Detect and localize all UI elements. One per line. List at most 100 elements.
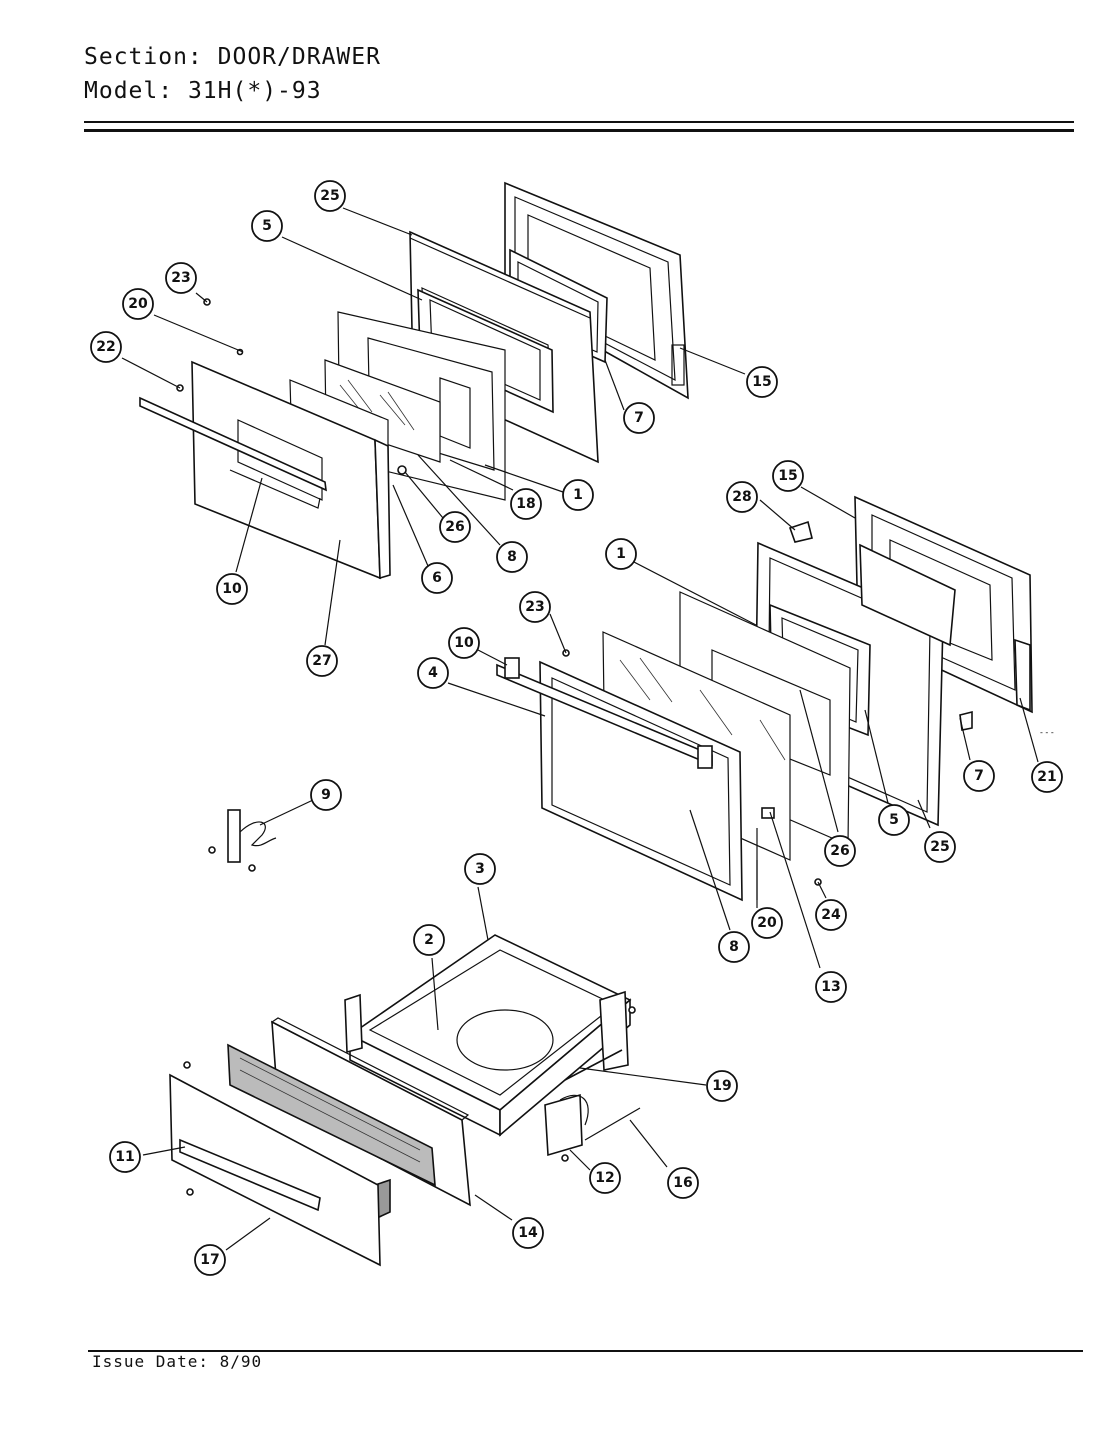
svg-text:20: 20: [757, 915, 777, 931]
callout-9: 9: [310, 779, 342, 811]
svg-text:9: 9: [321, 787, 331, 803]
door-handle: [139, 396, 327, 492]
callout-10b: 10: [448, 627, 480, 659]
svg-text:1: 1: [573, 487, 583, 503]
callout-26b: 26: [824, 835, 856, 867]
callout-16: 16: [667, 1167, 699, 1199]
svg-text:11: 11: [115, 1149, 134, 1165]
callout-11: 11: [109, 1141, 141, 1173]
door-assembly-upper: [139, 181, 689, 580]
svg-text:8: 8: [729, 939, 739, 955]
callout-17: 17: [194, 1244, 226, 1276]
svg-text:10: 10: [222, 581, 242, 597]
svg-text:12: 12: [595, 1170, 614, 1186]
svg-text:18: 18: [516, 496, 535, 512]
svg-text:19: 19: [712, 1078, 731, 1094]
callout-22: 22: [90, 331, 122, 363]
callout-2: 2: [413, 924, 445, 956]
svg-text:23: 23: [171, 270, 190, 286]
callout-1b: 1: [605, 538, 637, 570]
callout-8: 8: [496, 541, 528, 573]
svg-text:6: 6: [432, 570, 442, 586]
svg-text:14: 14: [518, 1225, 538, 1241]
callout-10: 10: [216, 573, 248, 605]
footer-rule: [88, 1350, 1083, 1352]
callout-23b: 23: [519, 591, 551, 623]
svg-text:10: 10: [454, 635, 474, 651]
header-rule-top: [84, 121, 1074, 123]
model-label: Model:: [84, 78, 174, 104]
svg-text:5: 5: [889, 812, 899, 828]
callout-14: 14: [512, 1217, 544, 1249]
callout-25b: 25: [924, 831, 956, 863]
callout-13: 13: [815, 971, 847, 1003]
door-hinge: [208, 809, 277, 872]
callout-20: 20: [122, 288, 154, 320]
callout-19: 19: [706, 1070, 738, 1102]
callouts: 25 5 23 20 22 15 7 1 18 26 8 6 10 27 28 …: [90, 180, 1063, 1276]
callout-27: 27: [306, 645, 338, 677]
callout-20b: 20: [751, 907, 783, 939]
callout-8b: 8: [718, 931, 750, 963]
callout-18: 18: [510, 488, 542, 520]
svg-text:28: 28: [732, 489, 751, 505]
callout-5: 5: [251, 210, 283, 242]
svg-text:26: 26: [445, 519, 464, 535]
svg-text:13: 13: [821, 979, 840, 995]
svg-text:4: 4: [428, 665, 438, 681]
callout-1: 1: [562, 479, 594, 511]
drawer-slide-bracket: [544, 1093, 583, 1157]
door-bracket: [788, 520, 813, 543]
svg-text:20: 20: [128, 296, 148, 312]
callout-3: 3: [464, 853, 496, 885]
issue-date: Issue Date: 8/90: [92, 1352, 263, 1371]
svg-text:26: 26: [830, 843, 849, 859]
callout-15b: 15: [772, 460, 804, 492]
svg-text:25: 25: [930, 839, 949, 855]
svg-text:23: 23: [525, 599, 544, 615]
drawer-front: [169, 1073, 381, 1267]
svg-text:7: 7: [634, 410, 644, 426]
model-heading: Model: 31H(*)-93: [84, 78, 322, 104]
svg-text:16: 16: [673, 1175, 692, 1191]
callout-7b: 7: [963, 760, 995, 792]
leader-lines: [121, 207, 1039, 1251]
clip: [397, 465, 407, 475]
callout-5b: 5: [878, 804, 910, 836]
drawer-assembly: [169, 934, 641, 1267]
svg-text:2: 2: [424, 932, 434, 948]
drawer-insulation: [227, 1043, 436, 1187]
svg-text:3: 3: [475, 861, 485, 877]
section-value: DOOR/DRAWER: [217, 44, 381, 70]
handle-end-cap: [697, 745, 713, 769]
callout-4: 4: [417, 657, 449, 689]
door-side-trim: [374, 438, 391, 580]
svg-text:1: 1: [616, 546, 626, 562]
svg-text:24: 24: [821, 907, 841, 923]
callout-25: 25: [314, 180, 346, 212]
svg-text:15: 15: [752, 374, 771, 390]
header-rule-bottom: [84, 129, 1074, 132]
svg-text:21: 21: [1037, 769, 1056, 785]
callout-23: 23: [165, 262, 197, 294]
section-label: Section:: [84, 44, 203, 70]
svg-text:15: 15: [778, 468, 797, 484]
window-pack: [859, 543, 956, 647]
svg-text:8: 8: [507, 549, 517, 565]
svg-text:27: 27: [312, 653, 331, 669]
callout-24: 24: [815, 899, 847, 931]
svg-text:22: 22: [96, 339, 115, 355]
wire-label: - - -: [1040, 728, 1054, 737]
svg-text:5: 5: [262, 218, 272, 234]
callout-28: 28: [726, 481, 758, 513]
svg-text:7: 7: [974, 768, 984, 784]
callout-12: 12: [589, 1162, 621, 1194]
section-heading: Section: DOOR/DRAWER: [84, 44, 381, 70]
spring-clip: [761, 807, 775, 819]
callout-7: 7: [623, 402, 655, 434]
svg-text:17: 17: [200, 1252, 219, 1268]
callout-6: 6: [421, 562, 453, 594]
outer-door-frame: [539, 660, 743, 902]
handle-end-cap: [504, 657, 520, 679]
